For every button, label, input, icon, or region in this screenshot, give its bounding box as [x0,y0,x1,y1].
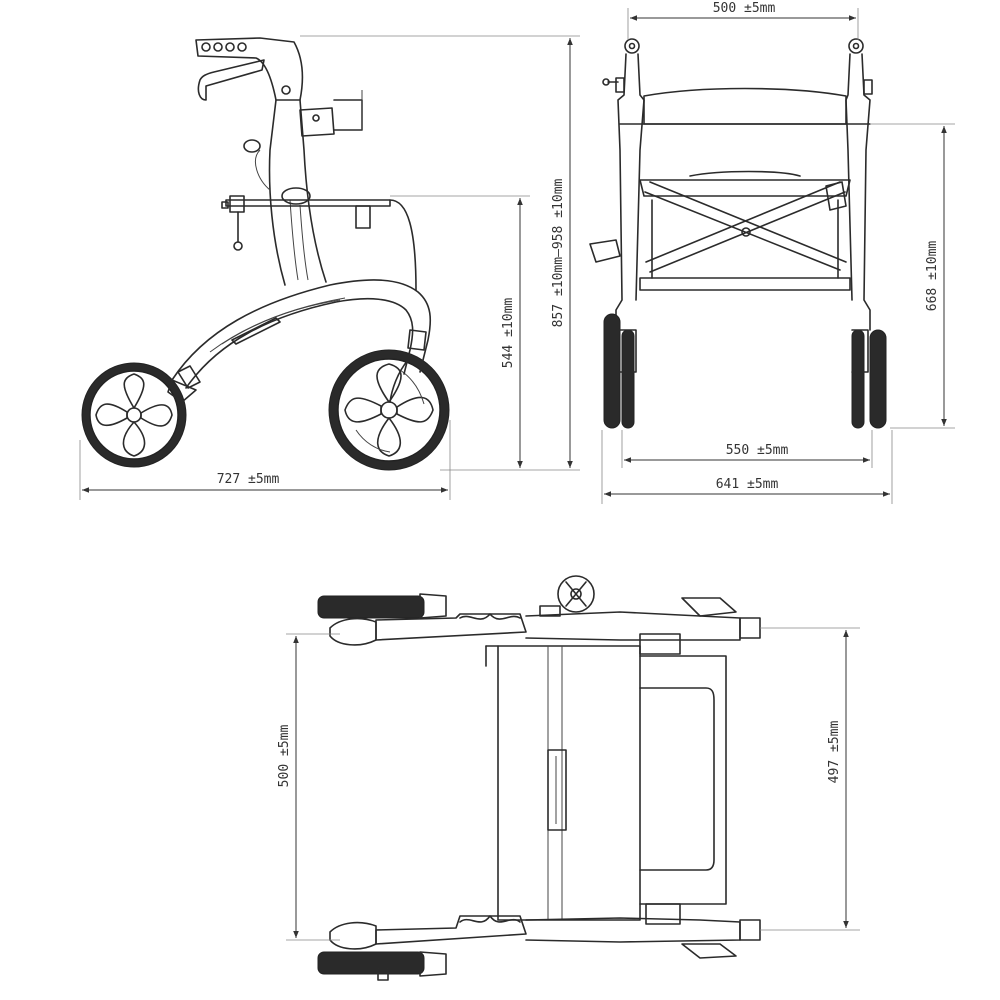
handle-width-label: 500 ±5mm [713,1,776,16]
overall-length-label: 727 ±5mm [217,472,280,487]
side-frame [167,37,432,403]
front-wheel [328,349,450,471]
front-dimensions: 500 ±5mm 668 ±10mm 550 ±5mm 641 ±5mm [601,1,955,504]
side-view [81,37,450,471]
frame-height-label: 668 ±10mm [925,241,940,312]
seat-height-label: 544 ±10mm [501,298,516,369]
folded-length-label: 500 ±5mm [277,725,292,788]
inner-width-label: 550 ±5mm [726,443,789,458]
front-view [589,38,887,429]
rear-wheel [81,362,187,468]
folded-view [317,575,761,981]
folded-depth-label: 497 ±5mm [827,721,842,784]
folded-dimensions: 500 ±5mm 497 ±5mm [277,627,860,941]
side-dimensions: 727 ±5mm 544 ±10mm 857 ±10mm–958 ±10mm [79,35,580,500]
handle-height-label: 857 ±10mm–958 ±10mm [551,178,566,327]
overall-width-label: 641 ±5mm [716,477,779,492]
